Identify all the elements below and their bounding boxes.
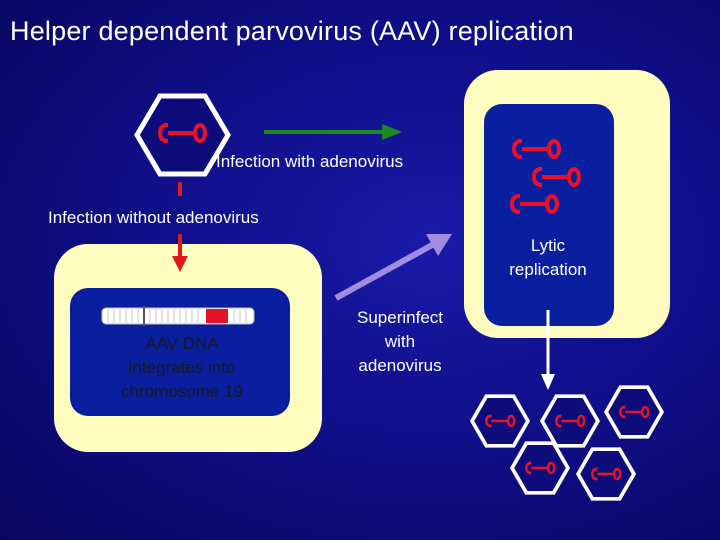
chromosome-19-icon	[101, 306, 255, 326]
lytic-replication-label: Lytic replication	[509, 236, 587, 279]
page-title: Helper dependent parvovirus (AAV) replic…	[10, 16, 574, 46]
infection-with-adenovirus-label: Infection with adenovirus	[216, 152, 404, 171]
integrated-aav-dna	[206, 309, 228, 323]
red-arrow-icon	[172, 182, 188, 272]
white-arrow-icon	[541, 310, 555, 390]
infection-without-adenovirus-label: Infection without adenovirus	[48, 208, 259, 227]
lytic-nucleus	[484, 104, 614, 326]
purple-arrow-icon	[334, 234, 452, 301]
superinfect-label: Superinfect with adenovirus	[357, 308, 443, 375]
progeny-virions-icon	[469, 385, 665, 501]
integrates-label: AAV DNA integrates into chromosome 19	[121, 334, 243, 401]
replicated-dna-icon	[510, 139, 581, 214]
green-arrow-icon	[264, 124, 402, 140]
aav-virion-icon	[134, 93, 231, 177]
